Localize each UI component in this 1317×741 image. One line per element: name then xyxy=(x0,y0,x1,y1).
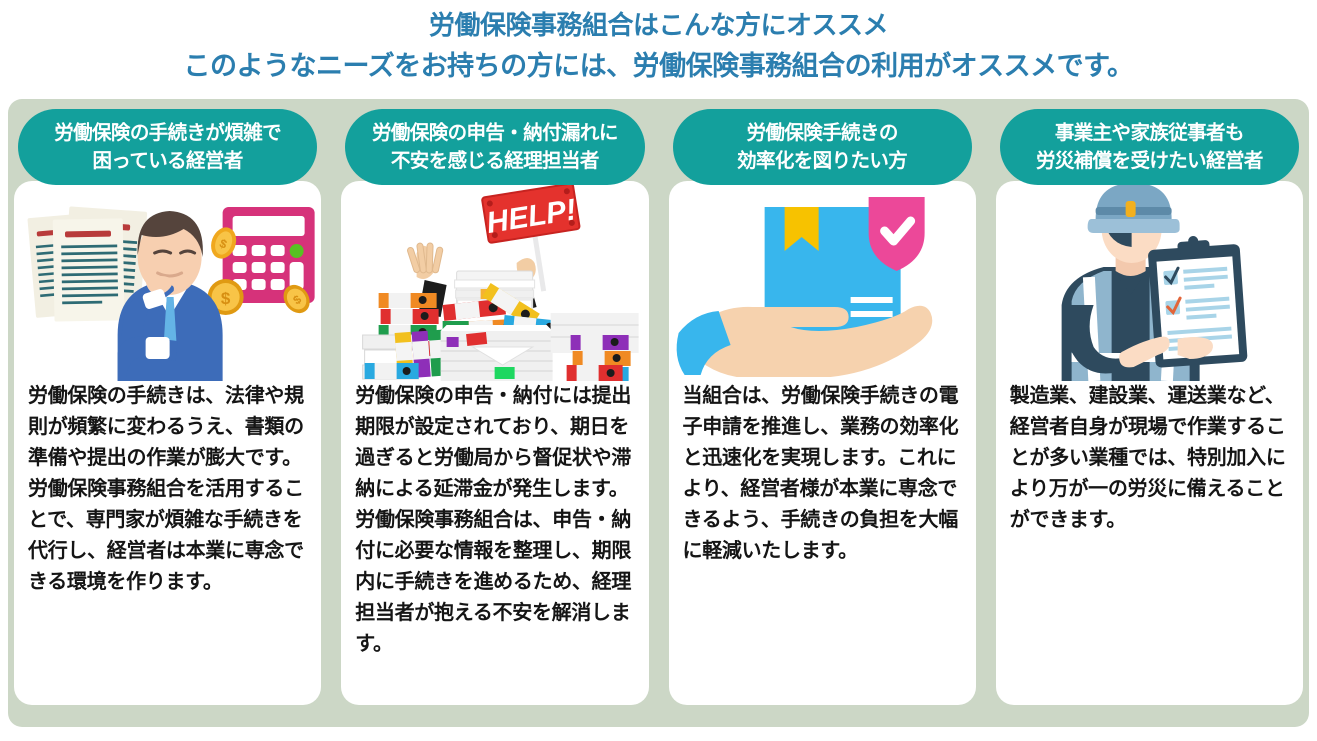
card-3-header: 労働保険手続きの 効率化を図りたい方 xyxy=(672,109,972,185)
cards-container: 労働保険の手続きが煩雑で 困っている経営者 xyxy=(8,99,1309,727)
svg-text:$: $ xyxy=(218,236,229,252)
worried-businessman-documents-calculator-icon: $ $ $ xyxy=(14,185,321,381)
construction-worker-with-clipboard-icon xyxy=(996,185,1303,381)
card-3-body: 当組合は、労働保険手続きの電子申請を推進し、業務の効率化と迅速化を実現します。こ… xyxy=(682,385,959,562)
card-2: 労働保険の申告・納付漏れに 不安を感じる経理担当者 HELP! xyxy=(341,109,649,705)
svg-text:$: $ xyxy=(221,289,231,308)
card-2-body: 労働保険の申告・納付には提出期限が設定されており、期日を過ぎると労働局から督促状… xyxy=(355,385,632,655)
card-2-header: 労働保険の申告・納付漏れに 不安を感じる経理担当者 xyxy=(345,109,645,185)
card-3: 労働保険手続きの 効率化を図りたい方 xyxy=(668,109,976,705)
person-buried-in-paperwork-help-sign-icon: HELP! xyxy=(341,185,648,381)
card-1-body: 労働保険の手続きは、法律や規則が頻繁に変わるうえ、書類の準備や提出の作業が膨大で… xyxy=(28,385,304,593)
card-4: 事業主や家族従事者も 労災補償を受けたい経営者 xyxy=(995,109,1303,705)
card-4-body: 製造業、建設業、運送業など、経営者自身が現場で作業することが多い業種では、特別加… xyxy=(1009,385,1286,531)
card-1-header: 労働保険の手続きが煩雑で 困っている経営者 xyxy=(18,109,318,185)
page-title: 労働保険事務組合はこんな方にオススメ このようなニーズをお持ちの方には、労働保険… xyxy=(0,8,1317,84)
card-1: 労働保険の手続きが煩雑で 困っている経営者 xyxy=(14,109,322,705)
page-title-line-2: このようなニーズをお持ちの方には、労働保険事務組合の利用がオススメです。 xyxy=(183,51,1134,81)
card-4-header: 事業主や家族従事者も 労災補償を受けたい経営者 xyxy=(999,109,1299,185)
hand-holding-document-with-shield-check-icon xyxy=(669,185,976,381)
page-title-line-1: 労働保険事務組合はこんな方にオススメ xyxy=(428,10,889,40)
